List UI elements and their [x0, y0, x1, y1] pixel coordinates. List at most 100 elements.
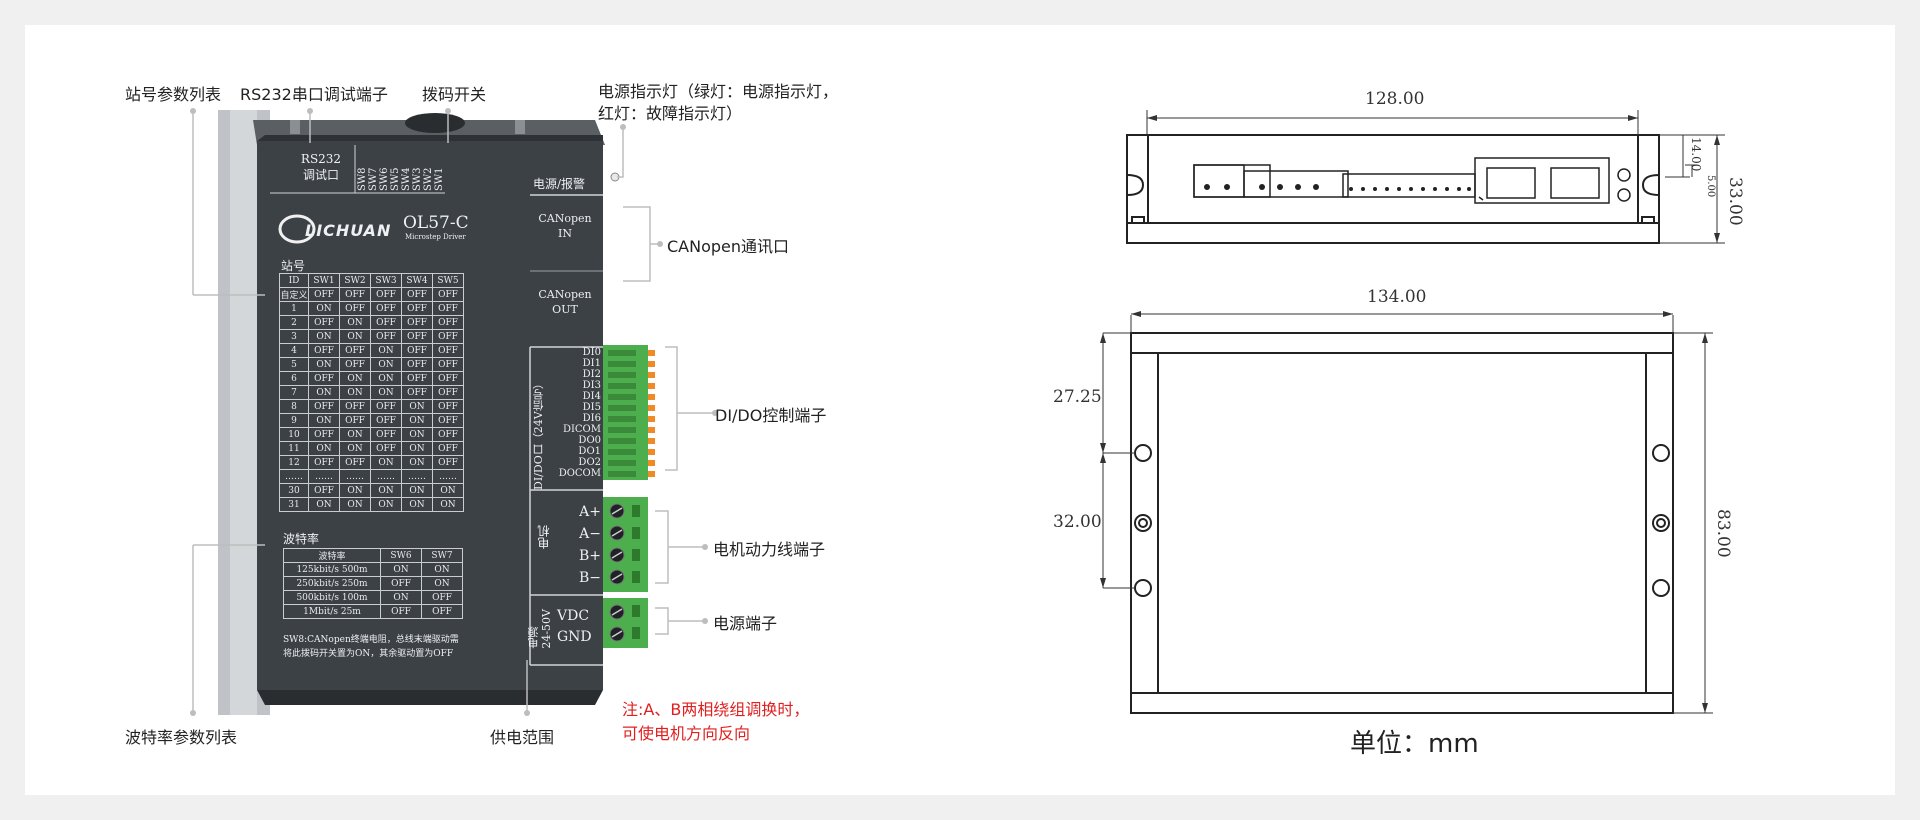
- station-cell: ON: [308, 441, 340, 456]
- station-cell: OFF: [432, 441, 464, 456]
- station-cell: 5: [279, 357, 309, 372]
- driver-photo: RS232 调试口 SW8 SW7 SW6 SW5 SW4 SW3 SW2 SW…: [25, 25, 925, 795]
- brand-logo: LICHUAN: [305, 221, 392, 240]
- station-table-row: ………………………………: [279, 469, 464, 484]
- power-label-line1: 电源: [527, 626, 540, 649]
- station-cell: 9: [279, 413, 309, 428]
- station-cell: ON: [308, 385, 340, 400]
- station-cell: ……: [370, 469, 402, 484]
- power-pin-vdc: VDC: [557, 608, 590, 624]
- baud-cell: ON: [421, 576, 463, 591]
- station-cell: OFF: [432, 455, 464, 470]
- station-cell: OFF: [370, 413, 402, 428]
- station-header-cell: SW1: [308, 273, 340, 288]
- station-cell: 30: [279, 483, 309, 498]
- callout-supply-range: 供电范围: [490, 728, 555, 747]
- dim-height-top: 33.00: [1725, 177, 1745, 226]
- unit-caption: 单位：mm: [1350, 729, 1479, 759]
- station-cell: OFF: [432, 287, 464, 302]
- baud-cell: 250kbit/s 250m: [283, 576, 381, 591]
- dio-pin-label: DOCOM: [558, 468, 601, 479]
- motor-pin-label: B+: [578, 548, 601, 564]
- model-name: OL57-C: [403, 213, 469, 233]
- station-cell: ON: [370, 343, 402, 358]
- station-cell: 8: [279, 399, 309, 414]
- baud-cell: ON: [380, 562, 422, 577]
- station-cell: ON: [370, 455, 402, 470]
- station-cell: ON: [339, 483, 371, 498]
- canopen-out-line2: OUT: [552, 303, 578, 316]
- station-cell: OFF: [339, 455, 371, 470]
- dimension-drawing-graphic: [1100, 110, 1725, 714]
- rs232-port-label: RS232 调试口: [293, 151, 349, 183]
- station-cell: OFF: [370, 329, 402, 344]
- station-cell: ON: [339, 371, 371, 386]
- note-line2: 可使电机方向反向: [622, 724, 751, 743]
- sw8-note-line2: 将此拨码开关置为ON，其余驱动置为OFF: [283, 649, 454, 659]
- station-cell: ON: [308, 413, 340, 428]
- station-cell: OFF: [401, 329, 433, 344]
- station-cell: OFF: [370, 399, 402, 414]
- sw-label: SW5: [390, 167, 401, 192]
- station-cell: ON: [339, 315, 371, 330]
- station-cell: OFF: [432, 385, 464, 400]
- callout-power-terminal: 电源端子: [713, 614, 778, 633]
- dimension-drawing: 128.00 14.00 5.00 33.00 134.00 27.25 32.…: [1025, 25, 1875, 795]
- dio-port-label: DI/DO口（24V信号）: [532, 378, 545, 490]
- station-cell: 11: [279, 441, 309, 456]
- baud-cell: 1Mbit/s 25m: [283, 604, 381, 619]
- dio-pin-label: DI5: [582, 402, 601, 413]
- baud-cell: OFF: [380, 604, 422, 619]
- station-cell: OFF: [308, 371, 340, 386]
- station-cell: OFF: [339, 287, 371, 302]
- canopen-in-line2: IN: [558, 227, 572, 240]
- callout-canopen-port: CANopen通讯口: [667, 237, 790, 256]
- station-cell: ON: [432, 483, 464, 498]
- station-cell: OFF: [339, 399, 371, 414]
- dio-pin-label: DI4: [582, 391, 601, 402]
- station-cell: OFF: [308, 343, 340, 358]
- power-pin-gnd: GND: [557, 629, 592, 645]
- station-header-cell: SW2: [339, 273, 371, 288]
- callout-baud-list: 波特率参数列表: [125, 728, 238, 747]
- station-cell: 4: [279, 343, 309, 358]
- sw8-note: SW8:CANopen终端电阻，总线末端驱动需 将此拨码开关置为ON，其余驱动置…: [283, 633, 459, 661]
- station-cell: ON: [339, 497, 371, 512]
- canopen-out-label: CANopen OUT: [535, 287, 595, 317]
- baud-table-title: 波特率: [283, 532, 320, 546]
- canopen-in-label: CANopen IN: [535, 211, 595, 241]
- station-cell: OFF: [308, 483, 340, 498]
- station-cell: OFF: [432, 329, 464, 344]
- dio-pin-label: DO2: [578, 457, 601, 468]
- power-supply-label: 电源 24-50V: [527, 609, 553, 649]
- motor-pin-list: A+A−B+B−: [565, 501, 601, 589]
- station-cell: 7: [279, 385, 309, 400]
- station-cell: OFF: [432, 301, 464, 316]
- dim-small-2: 5.00: [1705, 175, 1716, 198]
- sw8-note-line1: SW8:CANopen终端电阻，总线末端驱动需: [283, 635, 459, 645]
- station-cell: 1: [279, 301, 309, 316]
- station-cell: OFF: [370, 301, 402, 316]
- sw-label: SW6: [379, 167, 390, 192]
- callout-motor-terminal: 电机动力线端子: [713, 540, 826, 559]
- station-cell: ON: [308, 357, 340, 372]
- dio-pin-label: DICOM: [562, 424, 601, 435]
- station-cell: 10: [279, 427, 309, 442]
- sw-label: SW8: [357, 167, 368, 192]
- station-cell: ON: [370, 483, 402, 498]
- station-cell: OFF: [432, 427, 464, 442]
- station-cell: OFF: [339, 343, 371, 358]
- station-header-cell: SW3: [370, 273, 402, 288]
- sw-label: SW1: [434, 167, 445, 192]
- station-cell: ON: [370, 371, 402, 386]
